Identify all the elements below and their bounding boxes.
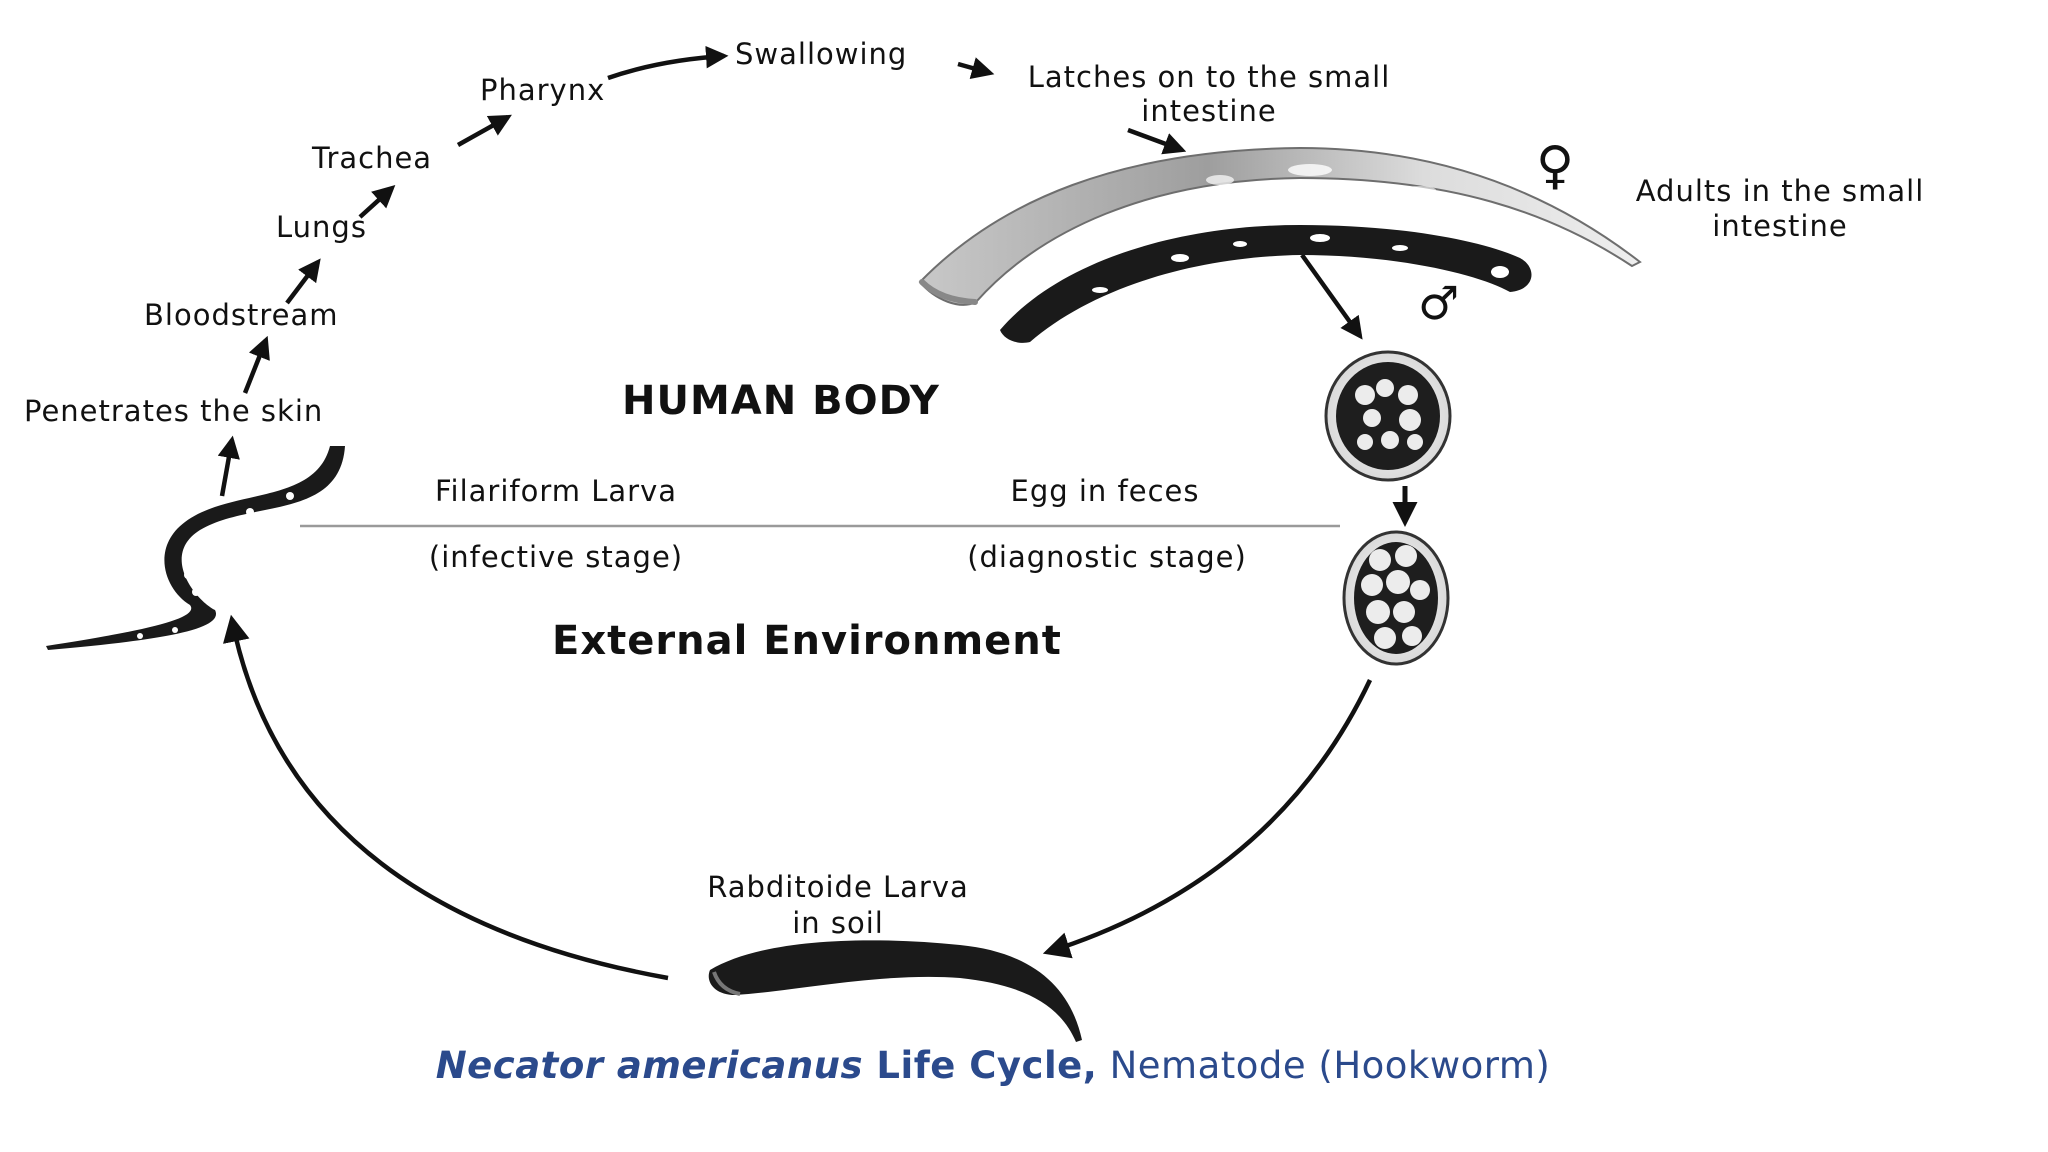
female-worm	[918, 146, 1642, 306]
arrow-lungs-to-trachea	[358, 184, 396, 219]
label-rabditoide-line1: Rabditoide Larva	[707, 870, 969, 904]
caption-species: Necator americanus	[435, 1044, 864, 1087]
arrow-rabditoide-to-filariform	[223, 614, 669, 981]
label-latches-line1: Latches on to the small	[1027, 60, 1391, 94]
label-adults-line1: Adults in the small	[1635, 174, 1925, 208]
filariform-larva	[46, 446, 345, 650]
male-worm	[1000, 225, 1532, 343]
label-adults-line2: intestine	[1712, 209, 1848, 243]
label-diagnostic-stage: (diagnostic stage)	[967, 540, 1247, 574]
rabditoide-larva	[708, 940, 1082, 1042]
arrow-trachea-to-pharynx	[456, 114, 512, 147]
arrow-skin-to-bloodstream	[217, 435, 240, 497]
egg-morula	[1342, 530, 1450, 666]
arrow-pharynx-to-swallowing	[607, 45, 729, 81]
label-trachea: Trachea	[312, 141, 433, 175]
heading-human-body: HUMAN BODY	[622, 378, 940, 424]
label-pharynx: Pharynx	[480, 73, 606, 107]
arrow-swallowing-to-latches	[957, 57, 995, 79]
label-rabditoide-line2: in soil	[792, 906, 884, 940]
arrow-adults-to-egg	[1300, 253, 1363, 340]
egg-early	[1324, 350, 1452, 482]
male-symbol: ♂	[1418, 276, 1460, 330]
female-symbol: ♀	[1536, 136, 1575, 196]
label-latches-line2: intestine	[1141, 94, 1277, 128]
label-bloodstream: Bloodstream	[144, 298, 339, 332]
arrow-bloodstream-up	[242, 335, 270, 394]
label-penetrates-skin: Penetrates the skin	[24, 394, 324, 428]
arrow-to-lungs	[285, 258, 321, 305]
heading-external-environment: External Environment	[552, 618, 1062, 664]
label-swallowing: Swallowing	[735, 37, 908, 71]
label-infective-stage: (infective stage)	[428, 540, 684, 574]
label-filariform-larva: Filariform Larva	[434, 474, 678, 508]
figure-caption: Necator americanus Life Cycle, Nematode …	[436, 1044, 1551, 1087]
caption-nematode: Nematode (Hookworm)	[1097, 1044, 1551, 1087]
arrow-egg-to-rabditoide	[1042, 679, 1373, 959]
caption-life-cycle: Life Cycle,	[863, 1044, 1098, 1087]
label-lungs: Lungs	[276, 210, 367, 244]
arrow-latches-to-adults	[1127, 127, 1187, 155]
label-egg-in-feces: Egg in feces	[1010, 474, 1200, 508]
